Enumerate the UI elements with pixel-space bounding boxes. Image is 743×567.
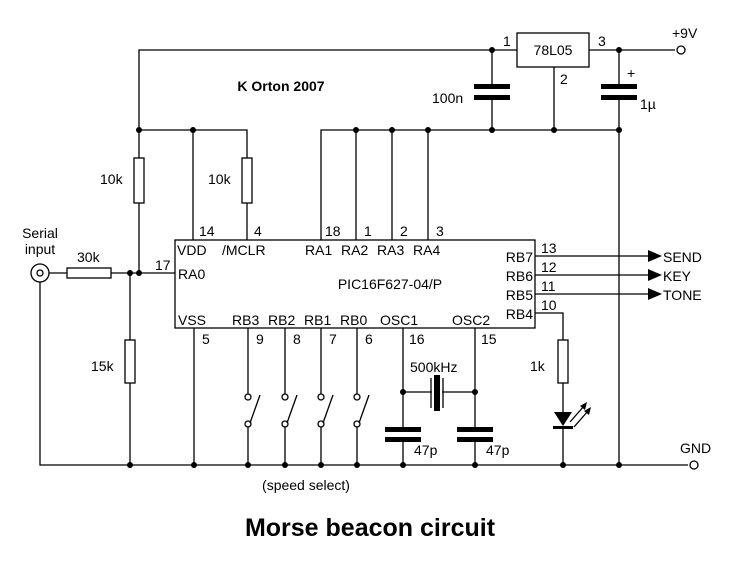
label-1k: 1k: [530, 358, 546, 374]
pin-number: 18: [325, 223, 341, 239]
switch-rb0[interactable]: [353, 393, 370, 428]
switch-rb2[interactable]: [281, 393, 298, 428]
label-serial: Serial: [22, 225, 58, 241]
label-47p-osc1: 47p: [414, 442, 438, 458]
pin-label: RB5: [506, 287, 533, 303]
resistor-10k-mclr: [241, 157, 253, 204]
signal-tone: TONE: [663, 287, 702, 303]
pin-label: RB1: [304, 312, 331, 328]
pin-number: 16: [409, 331, 425, 347]
pin-number: 4: [254, 223, 262, 239]
regulator-name: 78L05: [534, 42, 573, 58]
diagram-title: Morse beacon circuit: [245, 514, 496, 542]
speed-switches: [244, 393, 370, 428]
author-credit: K Orton 2007: [237, 78, 324, 94]
regulator-pin-gnd: 2: [560, 71, 568, 87]
pin-number: 17: [155, 257, 171, 273]
label-input: input: [25, 241, 55, 257]
pin-number: 6: [365, 331, 373, 347]
regulator-pin-out: 3: [598, 33, 606, 49]
pin-label: RB7: [506, 249, 533, 265]
led: [553, 402, 591, 429]
pin-label: RB6: [506, 268, 533, 284]
capacitor-47p-osc1: [385, 427, 421, 442]
label-1u: 1µ: [640, 96, 656, 112]
resistor-15k: [124, 339, 136, 384]
label-47p-osc2: 47p: [486, 442, 510, 458]
pin-number: 1: [364, 223, 372, 239]
pin-label: RA0: [178, 266, 205, 282]
pin-number: 2: [400, 223, 408, 239]
supply-terminal[interactable]: [676, 45, 686, 55]
pin-label: /MCLR: [222, 242, 266, 258]
switch-rb3[interactable]: [244, 393, 261, 428]
serial-input-connector[interactable]: [30, 263, 50, 283]
wires: [39, 49, 688, 466]
pin-label: RA4: [413, 242, 440, 258]
output-arrows: [648, 250, 662, 300]
pin-label: VDD: [177, 242, 207, 258]
pin-label: RA1: [305, 242, 332, 258]
label-polarity: +: [627, 65, 635, 81]
pin-label: RB2: [268, 312, 295, 328]
pin-number: 9: [256, 331, 264, 347]
label-supply: +9V: [672, 25, 698, 41]
pin-number: 14: [199, 223, 215, 239]
pin-number: 10: [541, 297, 557, 313]
capacitor-47p-osc2: [457, 427, 493, 442]
pin-number: 8: [293, 331, 301, 347]
label-speed-select: (speed select): [262, 477, 350, 493]
switch-rb1[interactable]: [317, 393, 334, 428]
label-10k-ra0: 10k: [100, 171, 124, 187]
label-ground: GND: [680, 440, 711, 456]
junction-dots: [127, 47, 622, 468]
pin-number: 11: [541, 278, 556, 294]
pin-number: 7: [329, 331, 337, 347]
label-100n: 100n: [432, 90, 463, 106]
pin-label: RB4: [506, 306, 533, 322]
regulator-78l05: 78L05 1 2 3: [503, 32, 606, 87]
pin-number: 13: [541, 240, 557, 256]
label-30k: 30k: [77, 249, 101, 265]
resistor-10k-ra0: [133, 157, 145, 204]
ground-terminal[interactable]: [689, 460, 699, 470]
pin-number: 3: [436, 223, 444, 239]
crystal: [430, 375, 444, 411]
pin-number: 12: [541, 259, 557, 275]
label-crystal: 500kHz: [410, 359, 457, 375]
pin-number: 15: [481, 331, 497, 347]
pin-number: 5: [202, 331, 210, 347]
pin-label: VSS: [178, 312, 206, 328]
capacitor-100n: [474, 84, 510, 100]
chip-name: PIC16F627-04/P: [338, 276, 442, 292]
resistor-30k: [66, 267, 112, 279]
signal-send: SEND: [663, 249, 702, 265]
pin-label: RB3: [232, 312, 259, 328]
pic-chip: PIC16F627-04/P VDD /MCLR RA1 RA2 RA3 RA4…: [155, 223, 702, 347]
pin-label: OSC2: [452, 312, 490, 328]
pin-label: RA3: [377, 242, 404, 258]
pin-label: RB0: [340, 312, 367, 328]
regulator-pin-in: 1: [503, 33, 511, 49]
capacitor-1u: [601, 84, 637, 100]
pin-label: OSC1: [380, 312, 418, 328]
resistor-1k: [557, 339, 569, 384]
label-10k-mclr: 10k: [208, 171, 232, 187]
pin-label: RA2: [341, 242, 368, 258]
signal-key: KEY: [663, 268, 692, 284]
label-15k: 15k: [91, 358, 115, 374]
